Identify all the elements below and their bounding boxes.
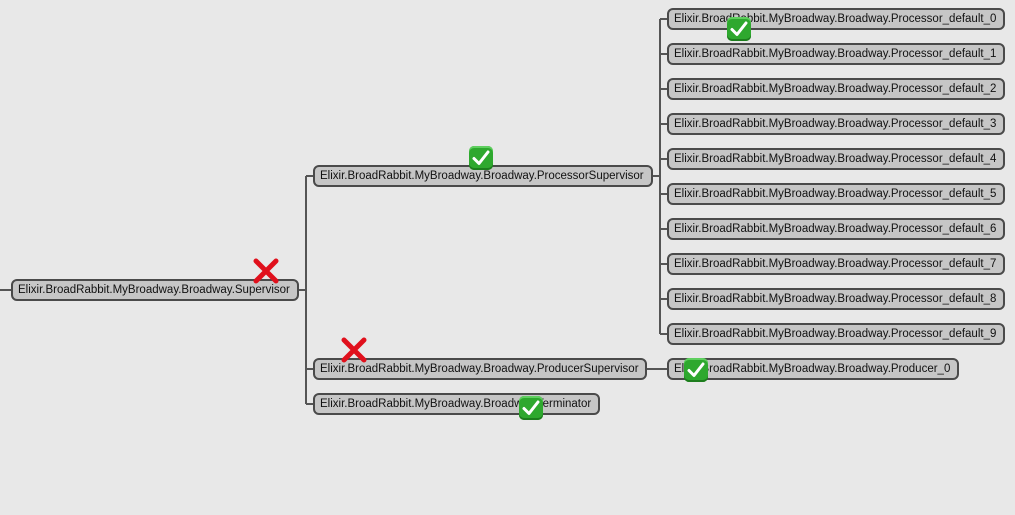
node-terminator[interactable]: Elixir.BroadRabbit.MyBroadway.Broadway.T… (313, 393, 600, 415)
node-label: Elixir.BroadRabbit.MyBroadway.Broadway.T… (320, 398, 592, 410)
node-processor-9[interactable]: Elixir.BroadRabbit.MyBroadway.Broadway.P… (667, 323, 1005, 345)
node-processor-8[interactable]: Elixir.BroadRabbit.MyBroadway.Broadway.P… (667, 288, 1005, 310)
node-label: Elixir.BroadRabbit.MyBroadway.Broadway.P… (320, 363, 639, 375)
node-label: Elixir.BroadRabbit.MyBroadway.Broadway.P… (674, 48, 997, 60)
node-processor-7[interactable]: Elixir.BroadRabbit.MyBroadway.Broadway.P… (667, 253, 1005, 275)
node-label: Elixir.BroadRabbit.MyBroadway.Broadway.P… (674, 293, 997, 305)
node-label: Elixir.BroadRabbit.MyBroadway.Broadway.P… (320, 170, 644, 182)
node-processor-3[interactable]: Elixir.BroadRabbit.MyBroadway.Broadway.P… (667, 113, 1005, 135)
node-processor-4[interactable]: Elixir.BroadRabbit.MyBroadway.Broadway.P… (667, 148, 1005, 170)
node-processor-2[interactable]: Elixir.BroadRabbit.MyBroadway.Broadway.P… (667, 78, 1005, 100)
node-processor-5[interactable]: Elixir.BroadRabbit.MyBroadway.Broadway.P… (667, 183, 1005, 205)
node-label: Elixir.BroadRabbit.MyBroadway.Broadway.P… (674, 83, 997, 95)
node-label: Elixir.BroadRabbit.MyBroadway.Broadway.P… (674, 13, 997, 25)
node-label: Elixir.BroadRabbit.MyBroadway.Broadway.P… (674, 363, 951, 375)
edge-processors-trunk (652, 18, 668, 335)
node-processor-6[interactable]: Elixir.BroadRabbit.MyBroadway.Broadway.P… (667, 218, 1005, 240)
check-mark-icon (469, 146, 493, 170)
check-mark-icon (684, 358, 708, 382)
node-label: Elixir.BroadRabbit.MyBroadway.Broadway.P… (674, 188, 997, 200)
failed-x-icon (252, 257, 280, 285)
check-mark-icon (519, 396, 543, 420)
node-label: Elixir.BroadRabbit.MyBroadway.Broadway.P… (674, 153, 997, 165)
edge-root-trunk (298, 175, 314, 405)
node-label: Elixir.BroadRabbit.MyBroadway.Broadway.P… (674, 258, 997, 270)
node-label: Elixir.BroadRabbit.MyBroadway.Broadway.P… (674, 223, 997, 235)
check-mark-icon (727, 17, 751, 41)
node-label: Elixir.BroadRabbit.MyBroadway.Broadway.P… (674, 118, 997, 130)
node-label: Elixir.BroadRabbit.MyBroadway.Broadway.P… (674, 328, 997, 340)
node-processor-0[interactable]: Elixir.BroadRabbit.MyBroadway.Broadway.P… (667, 8, 1005, 30)
node-producer-0[interactable]: Elixir.BroadRabbit.MyBroadway.Broadway.P… (667, 358, 959, 380)
failed-x-icon (340, 336, 368, 364)
node-producer-supervisor[interactable]: Elixir.BroadRabbit.MyBroadway.Broadway.P… (313, 358, 647, 380)
node-supervisor[interactable]: Elixir.BroadRabbit.MyBroadway.Broadway.S… (11, 279, 299, 301)
node-label: Elixir.BroadRabbit.MyBroadway.Broadway.S… (18, 284, 290, 296)
node-processor-1[interactable]: Elixir.BroadRabbit.MyBroadway.Broadway.P… (667, 43, 1005, 65)
